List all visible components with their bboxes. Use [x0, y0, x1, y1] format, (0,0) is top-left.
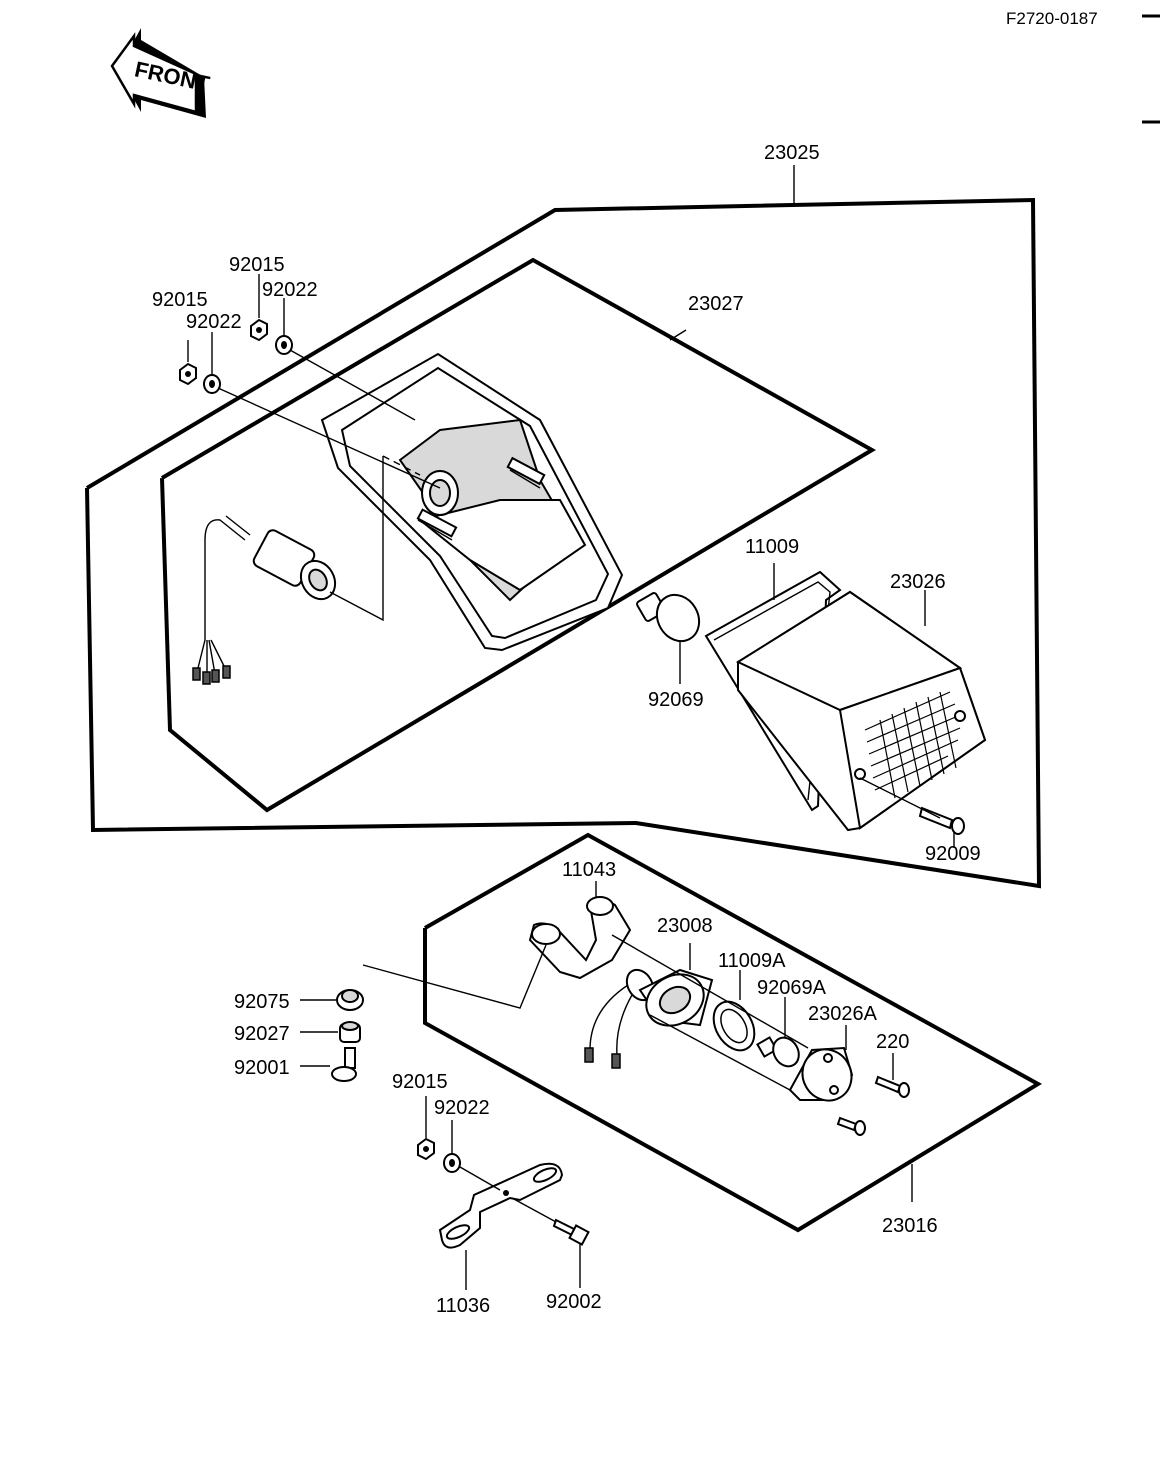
washer-92022-lower [443, 1153, 461, 1173]
label-220: 220 [876, 1031, 909, 1053]
lens-23026 [735, 590, 987, 832]
label-11009A: 11009A [718, 950, 786, 972]
label-92027: 92027 [234, 1023, 290, 1045]
label-11036: 11036 [436, 1295, 490, 1317]
label-92022-lower: 92022 [434, 1097, 490, 1119]
label-92015-lower: 92015 [392, 1071, 448, 1093]
label-11043: 11043 [562, 859, 616, 881]
label-92069A: 92069A [757, 977, 827, 999]
label-23016: 23016 [882, 1215, 938, 1237]
label-92069: 92069 [648, 689, 704, 711]
label-92002: 92002 [546, 1291, 602, 1313]
label-92022-right: 92022 [262, 279, 318, 301]
label-23008: 23008 [657, 915, 713, 937]
license-light-body-23008 [584, 968, 714, 1069]
assembly-boundary-23025 [85, 197, 1042, 889]
label-92009: 92009 [925, 843, 981, 865]
collar-92027 [339, 1021, 361, 1043]
label-23027: 23027 [688, 293, 744, 315]
label-23026: 23026 [890, 571, 946, 593]
label-23025: 23025 [764, 142, 820, 164]
label-11009: 11009 [745, 536, 799, 558]
label-23026A: 23026A [808, 1003, 878, 1025]
screw-220 [874, 1075, 910, 1098]
screw-92001 [331, 1047, 357, 1082]
assembly-boundary-23027 [160, 257, 876, 813]
label-92015-right: 92015 [229, 254, 285, 276]
washer-92022-top-right [275, 335, 293, 355]
lens-23026A [788, 1046, 854, 1102]
label-92001: 92001 [234, 1057, 290, 1079]
label-92015-left: 92015 [152, 289, 208, 311]
grommet-92075 [336, 989, 364, 1011]
label-92022-left: 92022 [186, 311, 242, 333]
screw-lens-lower [836, 1116, 866, 1136]
figure-code: F2720-0187 [1006, 9, 1098, 28]
nut-92015-top-right [250, 318, 268, 342]
bulb-92069 [636, 592, 701, 643]
nut-92015-top-left [179, 362, 197, 386]
tail-light-base [320, 352, 624, 652]
bolt-92002 [552, 1218, 590, 1246]
front-arrow-icon: FRONT [110, 28, 212, 118]
bulb-socket-with-wires [192, 455, 421, 685]
bracket-11043 [528, 896, 632, 980]
assembly-boundary-23016 [423, 832, 1042, 1233]
bracket-11036 [438, 1162, 564, 1249]
bulb-92069A [756, 1036, 800, 1068]
label-92075: 92075 [234, 991, 290, 1013]
washer-92022-top-left [203, 374, 221, 394]
screw-92009 [918, 806, 965, 835]
nut-92015-lower [417, 1137, 435, 1161]
